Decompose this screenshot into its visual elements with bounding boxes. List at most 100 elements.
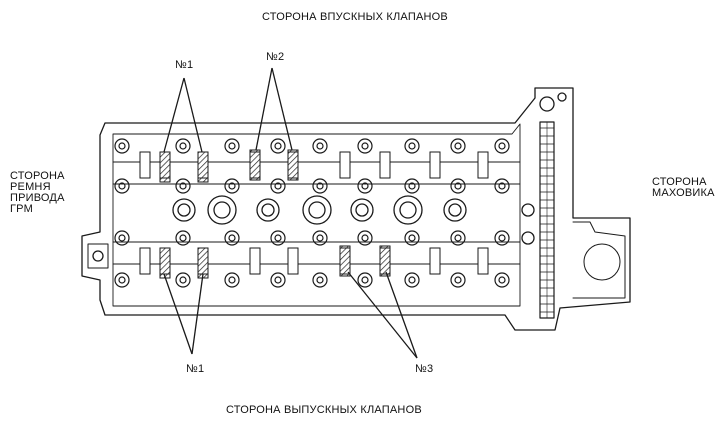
bolt <box>450 272 466 288</box>
bolt-center <box>179 182 187 190</box>
bolt-center <box>274 234 282 242</box>
callout-exhaust-no3: №3 <box>415 363 434 375</box>
cam-lobe <box>379 151 391 179</box>
bolt <box>357 230 373 246</box>
leader-exhaust-no3-b <box>385 271 418 359</box>
bolt <box>270 272 286 288</box>
bolt-center <box>454 182 462 190</box>
callout-intake-no1: №1 <box>175 59 194 71</box>
cam-lobe-highlighted <box>159 247 171 279</box>
bolt-center <box>498 142 506 150</box>
plug-well <box>302 195 332 225</box>
bolt-center <box>118 182 126 190</box>
bolt-center <box>408 276 416 284</box>
bolt-center <box>498 182 506 190</box>
exhaust-side-label: СТОРОНА ВЫПУСКНЫХ КЛАПАНОВ <box>226 404 422 416</box>
cam-lobe-highlighted <box>197 151 209 183</box>
cam-lobe <box>287 247 299 275</box>
bolt-center <box>316 142 324 150</box>
cam-lobe <box>477 151 489 179</box>
cam-lobe-highlighted <box>159 151 171 183</box>
bolt-center <box>179 142 187 150</box>
callout-exhaust-no1: №1 <box>186 363 205 375</box>
bolt <box>114 230 130 246</box>
bolt <box>270 230 286 246</box>
bolt-center <box>454 276 462 284</box>
bolt-center <box>179 276 187 284</box>
bolt <box>494 178 510 194</box>
plug-well-inner <box>355 203 369 217</box>
bolt-center <box>408 142 416 150</box>
cam-lobe <box>249 247 261 275</box>
bolt <box>175 230 191 246</box>
leader-exhaust-no1-b <box>191 273 204 355</box>
plug-well-inner <box>213 201 231 219</box>
plug-well-inner <box>448 203 462 217</box>
bolt-center <box>274 142 282 150</box>
plug-well-inner <box>308 201 326 219</box>
bolt <box>312 178 328 194</box>
head-outline <box>81 87 631 331</box>
intake-side-label: СТОРОНА ВПУСКНЫХ КЛАПАНОВ <box>262 11 448 23</box>
bolt-center <box>454 234 462 242</box>
bolt-center <box>118 234 126 242</box>
bolt-center <box>361 182 369 190</box>
bolt <box>114 138 130 154</box>
leader-exhaust-no3-a <box>347 271 418 359</box>
plug-well <box>172 198 196 222</box>
leader-intake-no2-b <box>271 67 293 151</box>
plug-well <box>393 195 423 225</box>
flywheel-side-label: СТОРОНА МАХОВИКА <box>652 176 715 199</box>
bolt-center <box>361 142 369 150</box>
bolt <box>224 178 240 194</box>
bolt-center <box>361 234 369 242</box>
bolt-center <box>274 182 282 190</box>
bolt <box>404 138 420 154</box>
plug-well <box>443 198 467 222</box>
bolt <box>175 138 191 154</box>
bolt-center <box>228 142 236 150</box>
leader-intake-no1-b <box>183 77 203 153</box>
leader-exhaust-no1-a <box>163 273 193 355</box>
bolt <box>450 230 466 246</box>
plug-well <box>350 198 374 222</box>
bolt-center <box>179 234 187 242</box>
bolt <box>175 272 191 288</box>
bolt-center <box>361 276 369 284</box>
cam-lobe <box>429 247 441 275</box>
plug-well-inner <box>399 201 417 219</box>
plug-well-inner <box>177 203 191 217</box>
bolt <box>357 272 373 288</box>
bolt <box>312 230 328 246</box>
bolt <box>175 178 191 194</box>
cam-lobe <box>139 151 151 179</box>
bolt-center <box>498 234 506 242</box>
plug-well <box>207 195 237 225</box>
callout-intake-no2: №2 <box>266 51 285 63</box>
bolt <box>357 138 373 154</box>
bolt-center <box>118 142 126 150</box>
bolt <box>224 272 240 288</box>
bolt <box>404 178 420 194</box>
leader-intake-no2-a <box>255 67 273 151</box>
bolt-center <box>316 234 324 242</box>
bolt-center <box>408 182 416 190</box>
bolt-center <box>316 276 324 284</box>
bolt <box>450 178 466 194</box>
bolt <box>224 230 240 246</box>
bolt <box>494 138 510 154</box>
plug-well-inner <box>261 203 275 217</box>
bolt <box>114 272 130 288</box>
cam-lobe-highlighted <box>287 149 299 181</box>
timing-belt-side-label: СТОРОНА РЕМНЯ ПРИВОДА ГРМ <box>10 170 65 215</box>
bolt <box>357 178 373 194</box>
bolt-center <box>228 234 236 242</box>
bolt <box>494 230 510 246</box>
cam-lobe-highlighted <box>339 245 351 277</box>
flywheel-housing <box>572 221 626 299</box>
bolt-center <box>274 276 282 284</box>
bolt-center <box>498 276 506 284</box>
cam-lobe <box>139 247 151 275</box>
bolt-center <box>228 276 236 284</box>
